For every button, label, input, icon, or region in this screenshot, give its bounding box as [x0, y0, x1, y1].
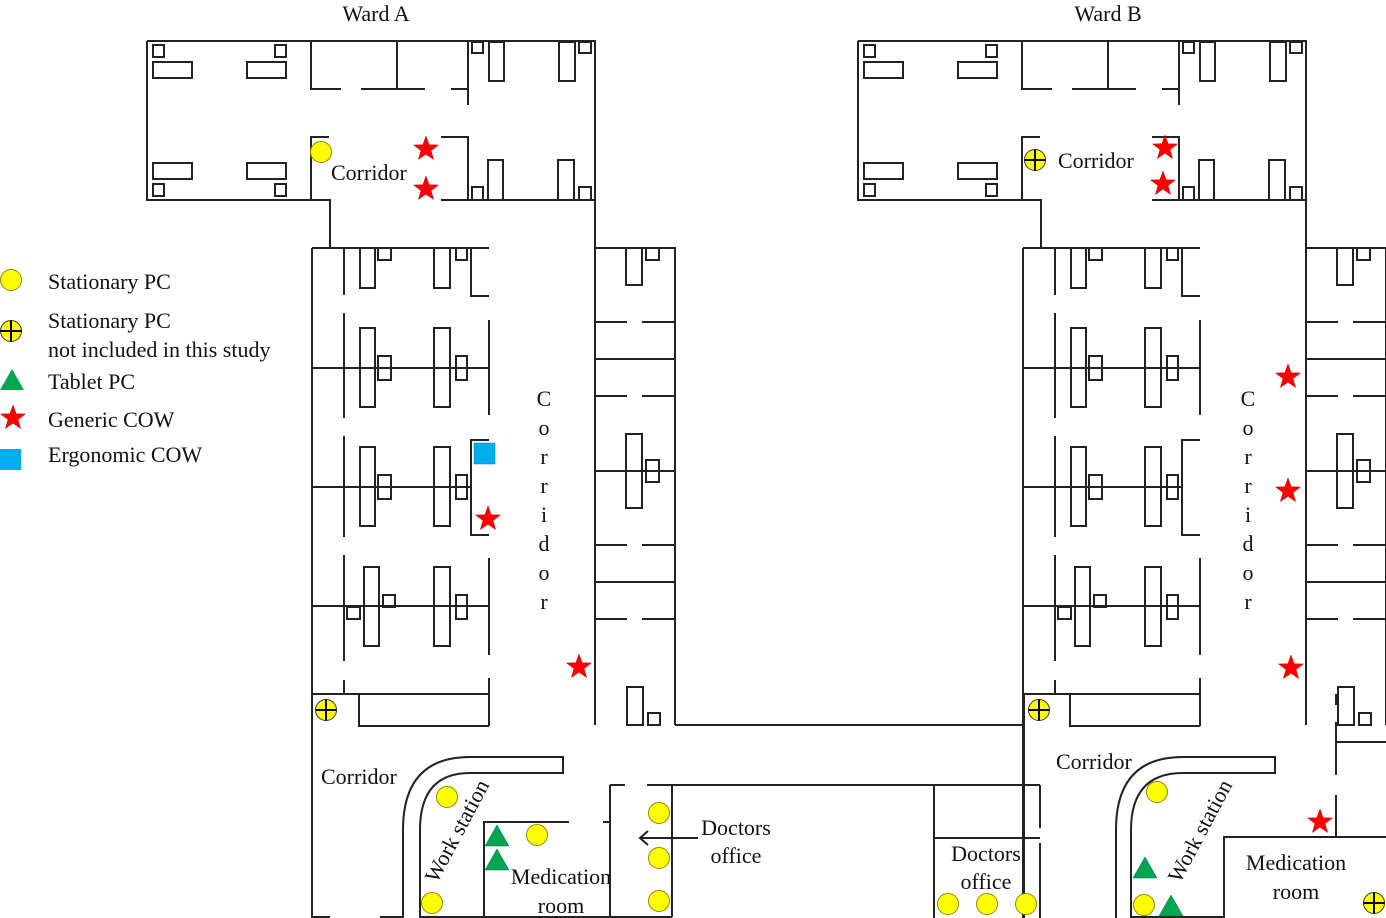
generic-cow-icon	[413, 175, 439, 200]
tablet-pc-icon	[1158, 894, 1184, 917]
legend-label: not included in this study	[48, 337, 270, 362]
stationary-pc-icon	[976, 893, 998, 915]
svg-text:o: o	[1243, 560, 1254, 585]
legend-label: Stationary PC	[48, 269, 171, 294]
generic-cow-markers	[413, 134, 1333, 833]
svg-text:d: d	[539, 531, 550, 556]
ward-a-title: Ward A	[342, 1, 409, 26]
svg-text:r: r	[1244, 473, 1252, 498]
tablet-pc-icon	[484, 824, 510, 847]
ergonomic-cow-icon	[473, 442, 496, 465]
stationary-pc-markers	[310, 141, 1168, 916]
generic-cow-icon	[1275, 477, 1301, 502]
svg-text:C: C	[537, 386, 552, 411]
stationary-pc-icon	[526, 824, 548, 846]
medication-room-label: room	[1273, 879, 1319, 904]
work-station-label: Work station	[1162, 775, 1237, 886]
stationary-pc-icon	[436, 786, 458, 808]
doctors-office-label: office	[961, 869, 1012, 894]
corridor-label: Corridor	[321, 764, 397, 789]
connecting-corridor-wall	[672, 724, 1040, 786]
svg-text:o: o	[1243, 415, 1254, 440]
stationary-pc-icon	[310, 141, 332, 163]
crossed-stationary-pc-icon	[1028, 699, 1050, 721]
tablet-pc-icon	[1132, 856, 1158, 879]
legend-crossed-pc-icon	[0, 320, 22, 342]
stationary-pc-icon	[421, 892, 443, 914]
excluded-pc-markers	[315, 149, 1385, 914]
legend-label: Tablet PC	[48, 369, 135, 394]
doctors-office-label: Doctors	[701, 815, 771, 840]
legend-tablet-icon	[0, 369, 24, 390]
medication-room-label: Medication	[511, 864, 611, 889]
generic-cow-icon	[413, 135, 439, 160]
stationary-pc-icon	[648, 847, 670, 869]
crossed-stationary-pc-icon	[315, 699, 337, 721]
svg-text:i: i	[541, 502, 547, 527]
tablet-pc-icon	[484, 848, 510, 871]
corridor-label: Corridor	[1056, 749, 1132, 774]
generic-cow-icon	[1150, 170, 1176, 195]
vertical-corridor-label: Co rr id or	[537, 386, 552, 614]
medication-room-label: room	[538, 893, 584, 918]
ward-b-title: Ward B	[1074, 1, 1141, 26]
legend-square-icon	[0, 449, 21, 470]
generic-cow-icon	[475, 505, 501, 530]
vertical-corridor-label: Co rr id or	[1241, 386, 1256, 614]
generic-cow-icon	[1307, 808, 1333, 833]
legend: Stationary PC Stationary PC not included…	[0, 269, 270, 470]
svg-text:o: o	[539, 560, 550, 585]
stationary-pc-icon	[1015, 893, 1037, 915]
svg-text:d: d	[1243, 531, 1254, 556]
svg-text:r: r	[1244, 589, 1252, 614]
legend-label: Generic COW	[48, 407, 175, 432]
legend-label: Ergonomic COW	[48, 442, 202, 467]
medication-room-label: Medication	[1246, 850, 1346, 875]
svg-text:i: i	[1245, 502, 1251, 527]
crossed-stationary-pc-icon	[1363, 892, 1385, 914]
generic-cow-icon	[566, 653, 592, 678]
corridor-label: Corridor	[331, 160, 407, 185]
generic-cow-icon	[1278, 654, 1304, 679]
svg-text:r: r	[1244, 444, 1252, 469]
crossed-stationary-pc-icon	[1024, 149, 1046, 171]
tablet-pc-markers	[484, 824, 1184, 917]
stationary-pc-icon	[648, 802, 670, 824]
generic-cow-icon	[1152, 134, 1178, 159]
stationary-pc-icon	[1146, 781, 1168, 803]
legend-label: Stationary PC	[48, 308, 171, 333]
stationary-pc-icon	[937, 893, 959, 915]
generic-cow-icon	[1275, 363, 1301, 388]
stationary-pc-icon	[648, 890, 670, 912]
svg-text:r: r	[540, 444, 548, 469]
svg-text:r: r	[540, 473, 548, 498]
doctors-office-arrow	[638, 830, 698, 846]
stationary-pc-icon	[1133, 894, 1155, 916]
svg-text:C: C	[1241, 386, 1256, 411]
corridor-label: Corridor	[1058, 148, 1134, 173]
doctors-office-label: Doctors	[951, 841, 1021, 866]
ward-b-bottom	[1023, 694, 1386, 918]
svg-text:r: r	[540, 589, 548, 614]
work-station-label: Work station	[419, 775, 494, 886]
legend-star-icon	[0, 404, 26, 429]
svg-text:o: o	[539, 415, 550, 440]
doctors-office-label: office	[711, 843, 762, 868]
legend-stationary-pc-icon	[0, 269, 22, 291]
ward-a-bottom	[312, 756, 1041, 918]
